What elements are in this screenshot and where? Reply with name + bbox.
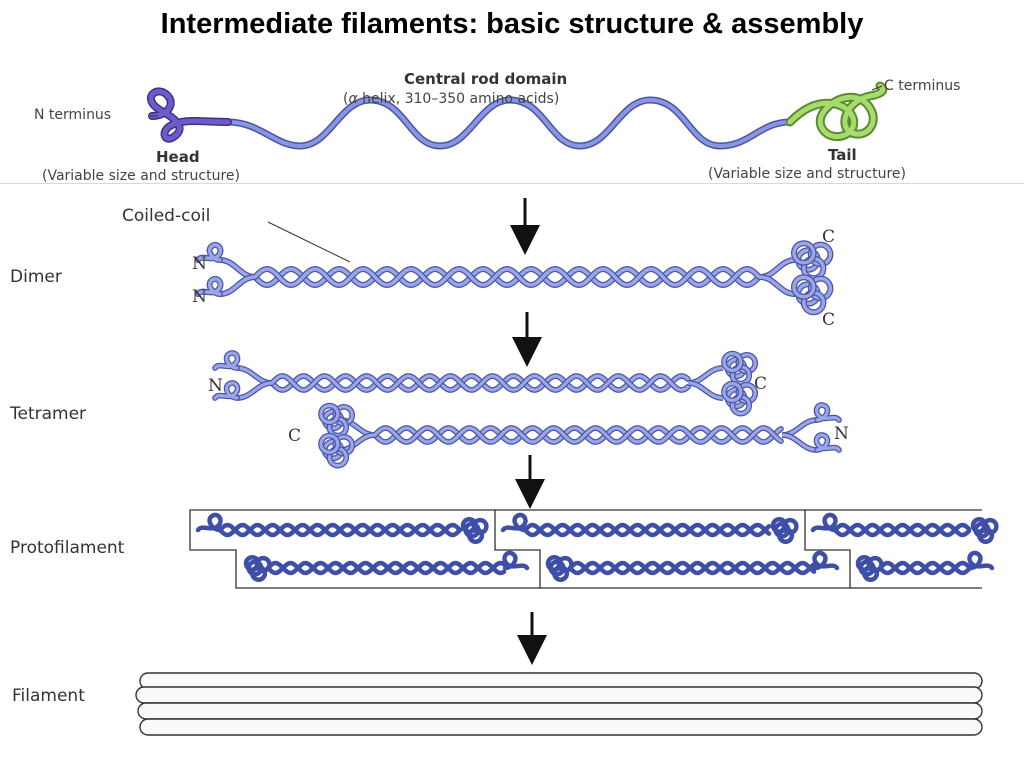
dimer-fork-r [759,258,796,279]
proto-b2-helix-strand [569,561,815,575]
proto-b3-tail-loop [857,556,872,571]
tetramer-n-label-1: N [208,376,223,396]
dimer-n-label-1: N [192,254,207,274]
protofilament-label: Protofilament [10,538,125,558]
dimer-tail-bot-loop [792,275,816,299]
protofilament-box-2 [495,509,851,589]
tetramer-label: Tetramer [10,404,87,424]
c-terminus-label: C terminus [884,78,961,94]
dimer-head-bot [196,277,223,296]
central-rod-label: Central rod domain [404,70,568,88]
proto-b1-tail-loop [245,556,260,571]
dimer-n-label-2: N [192,287,207,307]
tetramer-top-head-bot [213,381,240,400]
tail-domain [785,81,888,142]
dimer-helix-strand [253,267,761,287]
tetramer-n-label-2: N [834,424,849,444]
dimer-c-label-2: C [822,310,836,330]
dimer-fork-l [219,258,256,279]
proto-b1-head [503,552,528,569]
proto-a2-head [502,514,527,531]
proto-b1-helix-strand [267,561,505,575]
tetramer-c-label-1: C [754,374,768,394]
arrows [510,198,547,665]
dimer-c-label-1: C [822,227,836,247]
proto-a3-tail-loop [972,518,987,533]
tetramer-top-helix-strand [270,374,690,392]
dimer-label: Dimer [10,267,62,287]
coiled-coil-leader [267,221,351,263]
tetramer-bottom-helix-strand [373,426,783,444]
filament-tube-3 [137,702,983,720]
proto-a3-helix-strand [834,523,970,537]
filament-tube-2 [135,686,983,704]
tetramer-bottom-head-bot [814,433,841,452]
protofilament-box-3 [805,509,982,589]
proto-a2-helix-strand [524,523,770,537]
proto-a2-tail-loop [772,518,787,533]
n-terminus-label: N terminus [34,107,112,123]
proto-b3-helix-strand [879,561,971,575]
tetramer-bottom-tail-top-loop [319,404,340,425]
tail-label: Tail [828,146,857,164]
proto-b2-head [813,552,838,569]
central-rod-sublabel: (α helix, 310–350 amino acids) [343,91,560,107]
tetramer-top-fork-r [687,381,724,400]
dimer-helix-strand [253,267,761,287]
proto-a2-helix-strand [524,523,770,537]
head-sublabel: (Variable size and structure) [42,168,240,184]
tetramer-bottom-head-top [814,403,841,422]
proto-b1-helix-strand [267,561,505,575]
head-label: Head [156,148,200,166]
tail-sublabel: (Variable size and structure) [708,166,906,182]
filament-tube-4 [139,718,983,736]
proto-a1-tail-loop [462,518,477,533]
filament-label: Filament [12,686,85,706]
tetramer-top-fork-l [236,381,273,400]
tetramer-top-head-top [213,351,240,370]
proto-b3-head [968,552,993,569]
tetramer-top-helix-strand [270,374,690,392]
tetramer-top-tail-bot-loop [722,382,743,403]
dimer-head-top [196,243,223,262]
proto-b2-helix-strand [569,561,815,575]
proto-a3-helix-strand [834,523,970,537]
proto-a3-head [812,514,837,531]
page-title: Intermediate filaments: basic structure … [160,8,864,40]
proto-a1-head [197,514,222,531]
dimer-tail-top-loop [792,241,816,265]
filament [135,672,983,736]
tetramer-c-label-2: C [288,426,302,446]
dimer-fork-l [219,275,256,296]
tetramer-top-tail-top-loop [722,352,743,373]
dimer-fork-r [759,275,796,296]
divider-line [0,183,1024,184]
proto-b2-tail-loop [547,556,562,571]
coiled-coil-label: Coiled-coil [122,206,211,226]
tetramer-bottom-tail-bot-loop [319,434,340,455]
tetramer-bottom-helix-strand [373,426,783,444]
proto-a1-helix-strand [219,523,461,537]
protofilament-box-1 [189,509,541,589]
protofilament-boxes [189,509,982,589]
tetramer-bottom-fork-r [781,433,818,452]
